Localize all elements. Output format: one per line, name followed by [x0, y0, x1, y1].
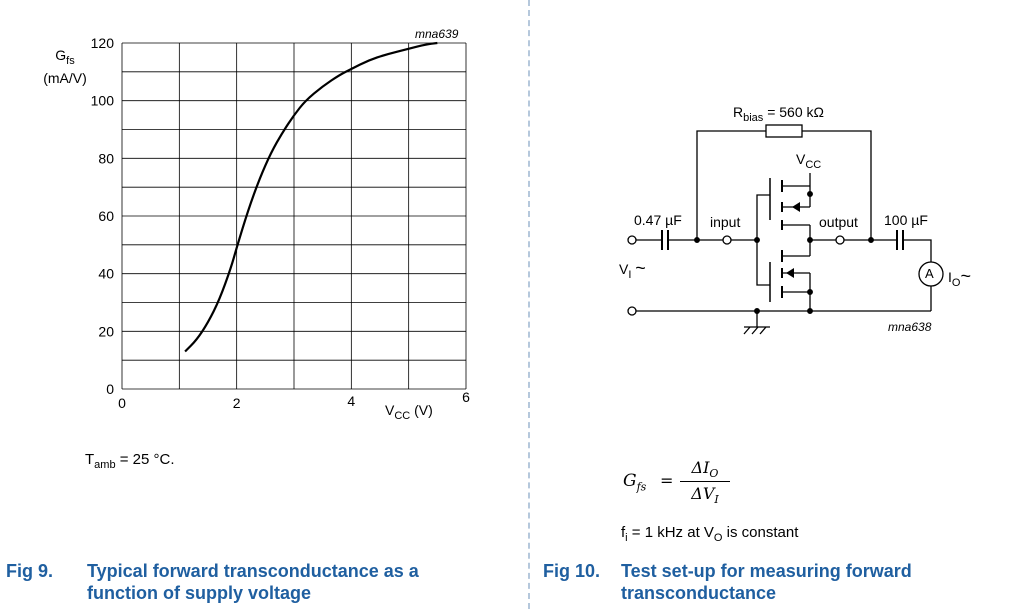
series-line [184, 41, 438, 353]
y-tick-label: 100 [91, 93, 115, 109]
y-tick-label: 0 [106, 381, 114, 397]
output-label: output [819, 214, 858, 230]
output-current-label: IO~ [948, 266, 971, 289]
input-node [722, 235, 732, 245]
bias-resistor [765, 124, 803, 138]
output-node [835, 235, 845, 245]
figure-divider [528, 0, 530, 609]
fig9-number: Fig 9. [6, 561, 54, 581]
y-axis-label: Gfs (mA/V) [43, 47, 87, 86]
output-capacitor-label: 100 µF [884, 212, 928, 228]
input-capacitor-label: 0.47 µF [634, 212, 682, 228]
x-tick-label: 2 [233, 395, 241, 411]
fig10-number: Fig 10. [543, 561, 601, 581]
ac-tilde-icon: ~ [960, 266, 971, 286]
y-tick-label: 120 [91, 35, 115, 51]
x-tick-label: 0 [118, 395, 126, 411]
chart-id-label: mna639 [415, 27, 459, 41]
ac-tilde-icon: ~ [635, 258, 646, 278]
frequency-condition-note: fi = 1 kHz at VO is constant [621, 524, 799, 544]
x-tick-label: 6 [462, 389, 470, 405]
rbias-label: Rbias = 560 kΩ [733, 104, 824, 124]
transconductance-formula: Gfs = ΔIO ΔVI [623, 458, 733, 508]
ammeter-letter: A [925, 266, 934, 281]
ground-terminal [627, 306, 637, 316]
vcc-label: VCC [796, 151, 822, 171]
input-label: input [710, 214, 741, 230]
y-tick-label: 40 [98, 266, 114, 282]
y-tick-label: 80 [98, 150, 114, 166]
ambient-temperature-note: Tamb = 25 °C. [85, 451, 175, 471]
y-tick-label: 20 [98, 323, 114, 339]
x-tick-label: 4 [347, 393, 355, 409]
input-terminal [627, 235, 637, 245]
input-voltage-label: VI ~ [619, 258, 646, 281]
x-axis-label: VCC (V) [385, 402, 433, 422]
circuit-id-label: mna638 [888, 320, 932, 334]
y-tick-label: 60 [98, 208, 114, 224]
